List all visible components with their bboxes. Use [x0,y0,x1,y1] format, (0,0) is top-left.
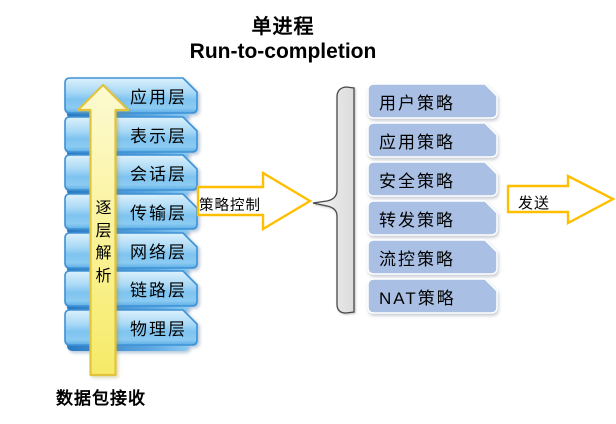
policy-box-security [367,161,498,197]
layer-label-network: 网络层 [130,243,187,262]
send-arrow-label: 发送 [517,195,550,212]
policy-label-forwarding: 转发策略 [379,210,455,230]
policy-box-user [367,83,498,119]
policy-label-nat: NAT策略 [379,288,456,308]
layer-label-application: 应用层 [130,88,187,107]
layer-label-transport: 传输层 [130,204,187,223]
layer-label-presentation: 表示层 [130,127,187,146]
layer-label-link: 链路层 [130,281,187,300]
policy-label-user: 用户策略 [379,93,455,113]
receive-label: 数据包接收 [56,389,146,408]
policy-box-flow-control [367,239,498,275]
policy-control-arrow-label: 策略控制 [199,198,261,214]
parse-arrow-label: 逐层解析 [95,200,112,285]
title-line1: 单进程 [251,16,315,38]
title-line2: Run-to-completion [189,40,377,63]
layer-label-physical: 物理层 [130,320,187,339]
policy-label-application: 应用策略 [379,132,455,152]
policy-box-forwarding [367,200,498,236]
title-block: 单进程 Run-to-completion [128,15,438,64]
policy-control-arrow-shape [196,170,313,232]
policy-label-security: 安全策略 [379,171,455,191]
policy-label-flow-control: 流控策略 [379,249,455,269]
policy-box-application [367,122,498,158]
policy-stack-shapes [367,83,498,314]
policy-box-nat [367,278,498,314]
brace-shape [312,86,355,314]
parse-up-arrow-shape [76,83,130,377]
layer-label-session: 会话层 [130,165,187,184]
send-arrow-shape [506,174,616,225]
